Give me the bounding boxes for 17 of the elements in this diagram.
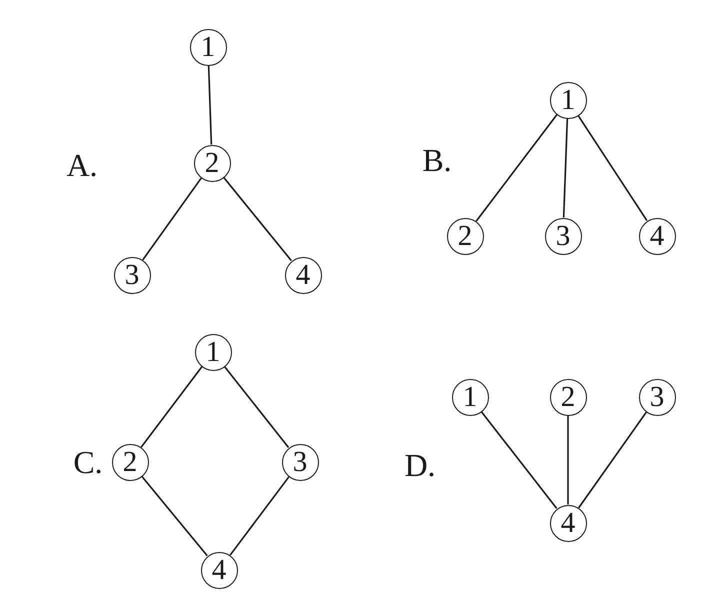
option-label: A.	[66, 149, 98, 181]
connector-line	[578, 412, 647, 508]
connector-line	[476, 114, 558, 222]
connector-line	[480, 411, 558, 509]
connector-line	[224, 366, 290, 448]
connector-line	[562, 118, 568, 218]
option-label: C.	[73, 446, 103, 478]
connector-line	[223, 176, 292, 262]
option-label: B.	[422, 144, 452, 176]
connector-line	[208, 65, 212, 145]
connector-line	[577, 115, 648, 221]
connector-line	[567, 416, 569, 504]
connector-line	[141, 476, 208, 556]
connector-line	[142, 178, 202, 260]
option-label: D.	[404, 449, 436, 481]
connector-line	[229, 476, 290, 556]
connector-line	[140, 366, 202, 448]
